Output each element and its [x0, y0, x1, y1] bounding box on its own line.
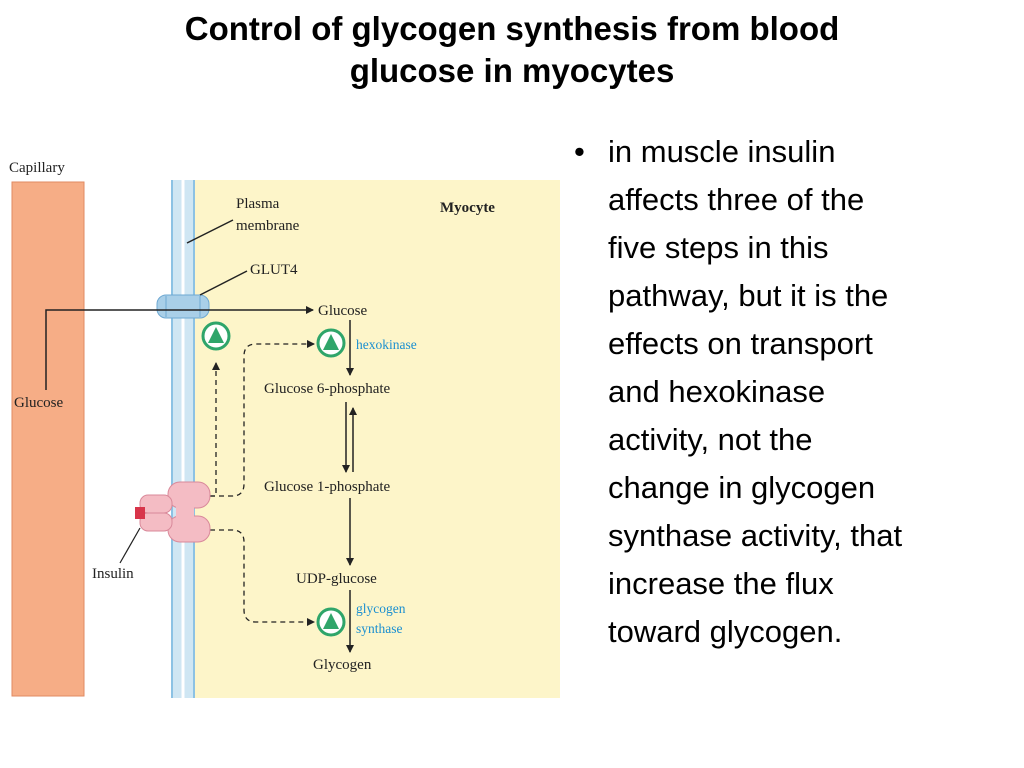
- insulin-label: Insulin: [92, 566, 134, 582]
- plasma-membrane-label-1: Plasma: [236, 196, 280, 212]
- plasma-membrane-label-2: membrane: [236, 218, 300, 234]
- bullet-line: increase the flux: [608, 566, 834, 601]
- glucose-transport-arrow: [45, 306, 314, 390]
- bullet-line: effects on transport: [608, 326, 873, 361]
- title-line-1: Control of glycogen synthesis from blood: [184, 10, 840, 47]
- activation-icon-hexokinase: [316, 328, 346, 358]
- pathway-glucose-6-phosphate: Glucose 6-phosphate: [264, 381, 391, 397]
- bullet-item: in muscle insulin affects three of the f…: [568, 128, 1008, 656]
- glut4-label: GLUT4: [250, 262, 298, 278]
- bullet-list: in muscle insulin affects three of the f…: [568, 128, 1008, 656]
- pathway-glucose-1-phosphate: Glucose 1-phosphate: [264, 479, 391, 495]
- myocyte-label: Myocyte: [440, 200, 495, 216]
- bullet-line: pathway, but it is the: [608, 278, 889, 313]
- pathway-glucose: Glucose: [318, 303, 367, 319]
- bullet-line: five steps in this: [608, 230, 829, 265]
- slide-title: Control of glycogen synthesis from blood…: [0, 8, 1024, 92]
- glycogen-synthase-label-2: synthase: [356, 621, 403, 636]
- bullet-line: toward glycogen.: [608, 614, 843, 649]
- activation-icon-glycogen-synthase: [316, 607, 346, 637]
- title-line-2: glucose in myocytes: [349, 52, 675, 89]
- pathway-glycogen: Glycogen: [313, 657, 372, 673]
- pathway-udp-glucose: UDP-glucose: [296, 571, 377, 587]
- bullet-line: in muscle insulin: [608, 134, 836, 169]
- bullet-line: change in glycogen: [608, 470, 876, 505]
- insulin-receptor: [135, 481, 211, 543]
- bullet-line: activity, not the: [608, 422, 813, 457]
- activation-icon-transport: [201, 321, 231, 351]
- glycogen-synthesis-diagram: Capillary Myocyte Plasma membrane GLUT4 …: [0, 150, 565, 710]
- bullet-line: synthase activity, that: [608, 518, 903, 553]
- blood-glucose-label: Glucose: [14, 395, 63, 411]
- glycogen-synthase-label-1: glycogen: [356, 601, 406, 616]
- hexokinase-label: hexokinase: [356, 337, 417, 352]
- bullet-line: and hexokinase: [608, 374, 826, 409]
- capillary: [11, 181, 85, 697]
- capillary-label: Capillary: [9, 160, 65, 176]
- myocyte-cell: [190, 180, 560, 698]
- bullet-line: affects three of the: [608, 182, 865, 217]
- glut4-transporter: [156, 294, 210, 319]
